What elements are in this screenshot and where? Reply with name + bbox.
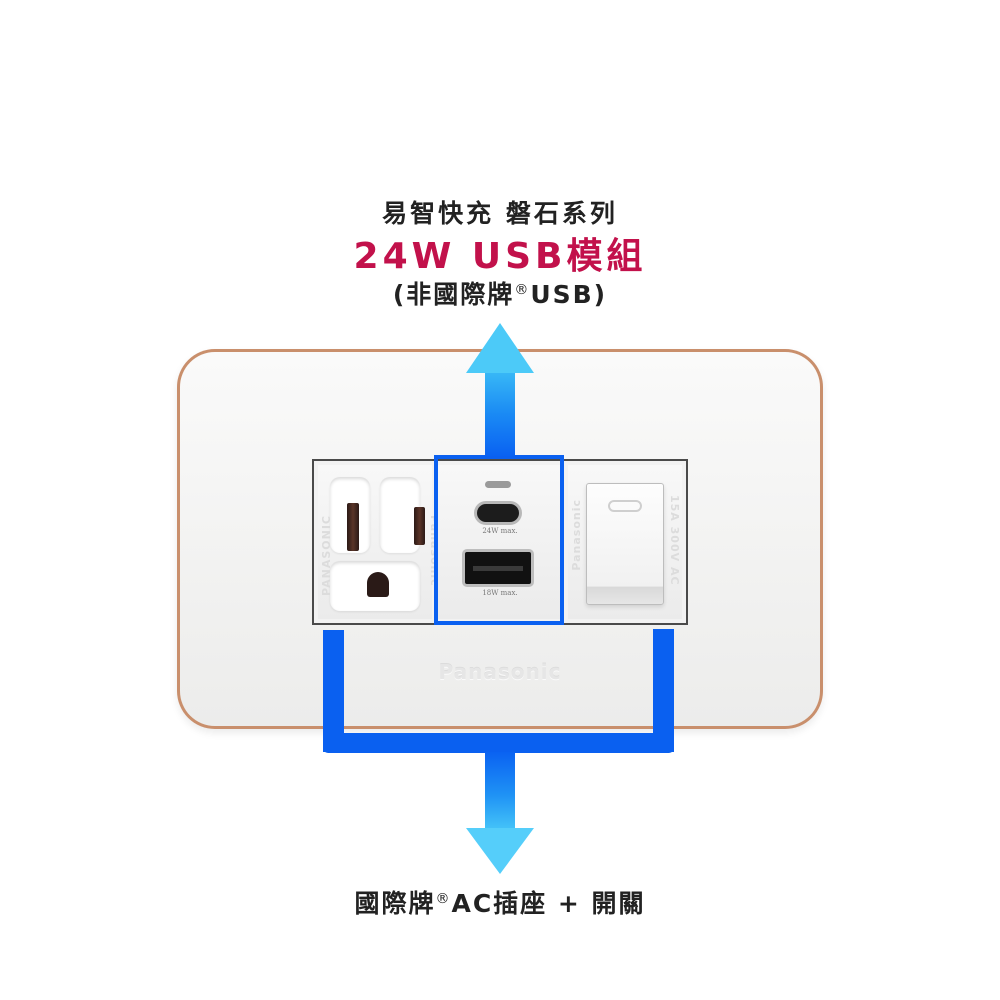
usb-brand-note-prefix: (非國際牌 [392, 280, 515, 309]
rocker-switch [586, 483, 664, 605]
usb-indicator-led [485, 481, 511, 488]
plate-brand-logo: Panasonic [438, 660, 562, 684]
footer-label-suffix: AC插座 + 開關 [451, 889, 646, 918]
ac-outlet-switch-label: 國際牌®AC插座 + 開關 [0, 884, 1000, 920]
footer-label-prefix: 國際牌 [354, 889, 436, 918]
arrow-down-shaft [485, 752, 515, 830]
bracket-left-arm [323, 630, 344, 752]
outlet-live-slot [414, 507, 425, 545]
arrow-down-icon [466, 828, 534, 874]
switch-rating-imprint: 15A 300V AC [668, 495, 681, 586]
arrow-up-shaft [485, 372, 515, 456]
usb-brand-note-suffix: USB) [530, 280, 608, 309]
footer-registered-mark: ® [435, 891, 452, 907]
bracket-bottom-bar [323, 733, 674, 753]
bracket-right-arm [653, 629, 674, 752]
usb-c-rating: 24W max. [482, 527, 518, 535]
switch-left-imprint: Panasonic [570, 499, 583, 571]
ac-outlet: PANASONIC Panasonic [318, 465, 441, 619]
usb-c-port [474, 501, 522, 525]
outlet-ground-hole [367, 572, 389, 597]
outlet-right-boss [380, 477, 420, 553]
outlet-left-imprint: PANASONIC [320, 515, 333, 596]
switch-indicator [608, 500, 642, 512]
usb-a-port [462, 549, 534, 587]
usb-a-rating: 18W max. [482, 589, 518, 597]
module-frame: PANASONIC Panasonic 24W max. 18W max. Pa… [312, 459, 688, 625]
series-title: 易智快充 磐石系列 [382, 199, 618, 228]
outlet-neutral-slot [347, 503, 359, 551]
arrow-up-icon [466, 323, 534, 373]
usb-brand-note: (非國際牌®USB) [0, 275, 1000, 311]
registered-mark: ® [514, 282, 531, 298]
usb-highlight-box [434, 455, 564, 625]
rocker-switch-module: Panasonic 15A 300V AC [568, 465, 682, 619]
usb-module-title: 24W USB模組 [353, 236, 647, 277]
usb-charging-module: 24W max. 18W max. [438, 465, 562, 619]
